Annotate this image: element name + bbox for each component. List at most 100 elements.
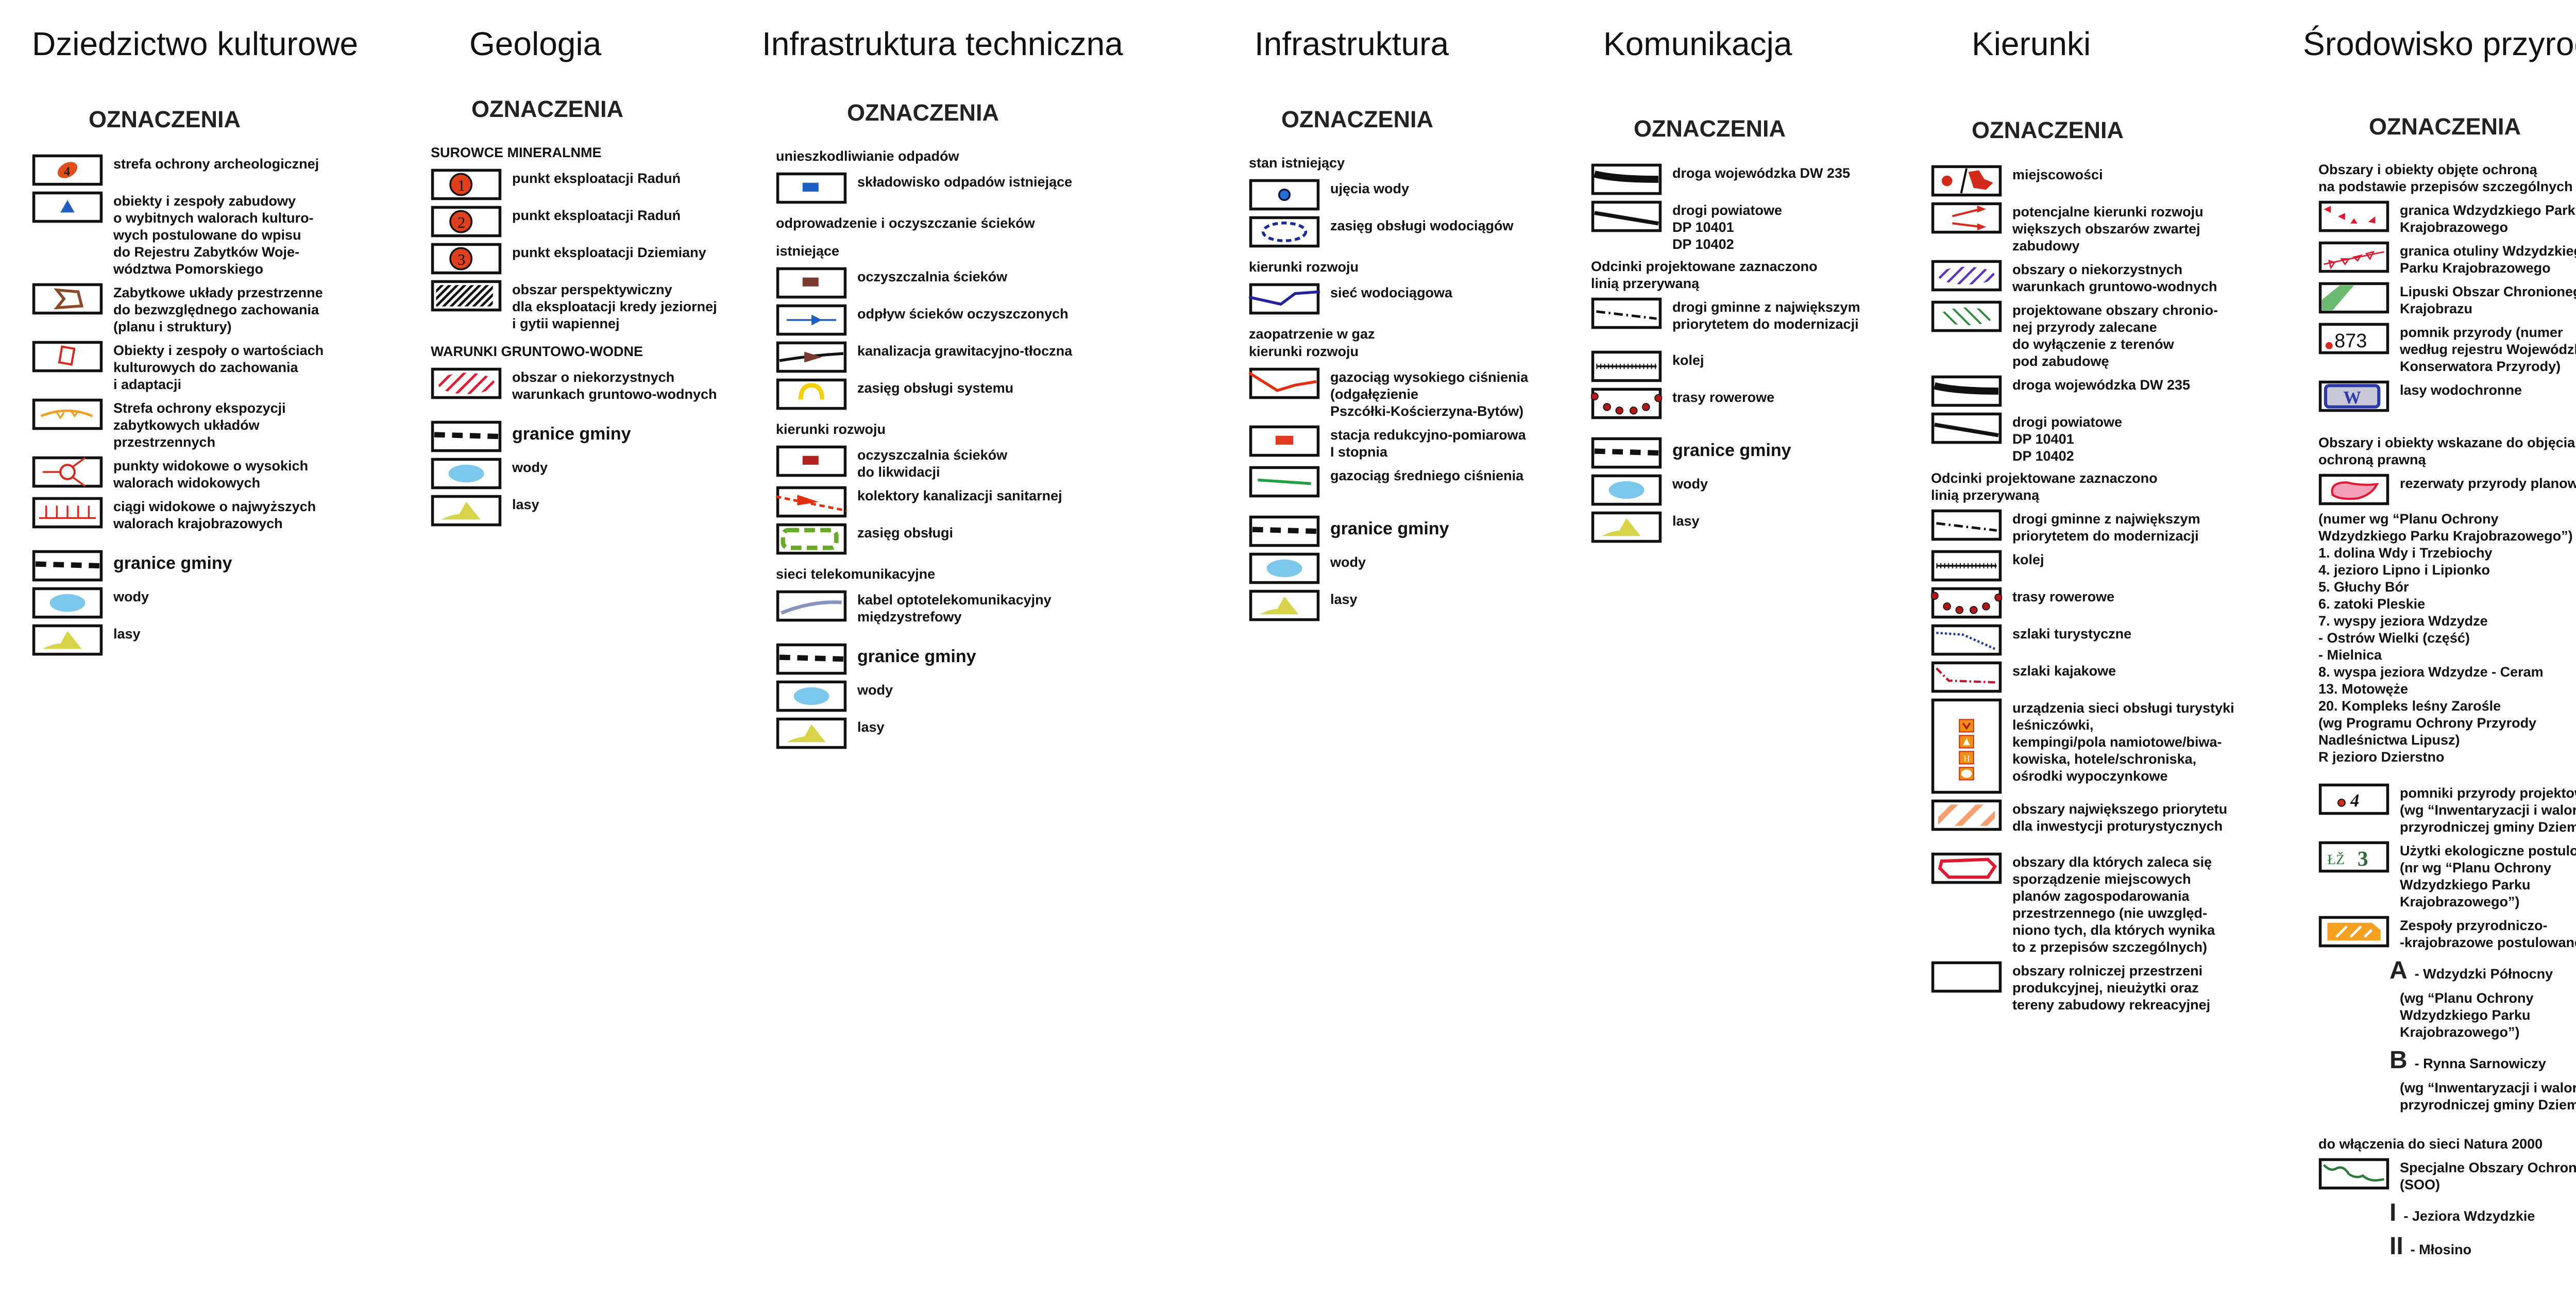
legend-note: Odcinki projektowane zaznaczono linią pr… (1931, 470, 2158, 503)
dash-dot-road-icon (1931, 509, 2002, 541)
section-subheading: WARUNKI GRUNTOWO-WODNE (431, 344, 643, 359)
legend-letter-text: - Młosino (2410, 1242, 2472, 1257)
legend-item: kolektory kanalizacji sanitarnej (776, 486, 1240, 518)
red-arrows-icon (1931, 202, 2002, 234)
forest-icon (776, 717, 847, 749)
legend-label: punkt eksploatacji Dziemiany (512, 245, 706, 260)
legend-label: zasięg obsługi systemu (857, 380, 1014, 396)
legend-label: lasy (1672, 513, 1700, 529)
svg-text:2: 2 (457, 213, 466, 231)
section-subheading: zaopatrzenie w gaz kierunki rozwoju (1249, 326, 1375, 359)
legend-label: oczyszczalnia ścieków (857, 269, 1008, 284)
legend-item: drogi gminne z największym priorytetem d… (1591, 297, 1931, 333)
tourism-facilities-icon: H (1931, 698, 2002, 794)
legend-item: zasięg obsługi (776, 523, 1240, 555)
legend-label: granica otuliny Wdzydzkiego Parku Krajob… (2400, 243, 2576, 276)
legend-item: trasy rowerowe (1931, 587, 2292, 619)
red-hatch-icon (431, 367, 502, 399)
legend-item: oczyszczalnia ścieków do likwidacji (776, 445, 1240, 481)
blue-rect-icon (776, 172, 847, 204)
green-band-icon (2318, 282, 2389, 314)
legend-letter: A (2389, 957, 2408, 984)
legend-item: rezerwaty przyrody planowane (2318, 474, 2576, 505)
legend-item: obszar perspektywiczny dla eksploatacji … (431, 280, 760, 332)
legend-note: Obszary i obiekty wskazane do objęcia oc… (2318, 435, 2575, 467)
legend-label: kanalizacja grawitacyjno-tłoczna (857, 343, 1073, 359)
bike-dots-icon (1591, 387, 1662, 419)
legend-item: wody (431, 458, 760, 490)
red-outline-icon (1931, 852, 2002, 884)
legend-item: granice gminy (776, 643, 1240, 675)
green-hatch-icon (1931, 300, 2002, 332)
column-title: Kierunki (1972, 25, 2091, 62)
legend-label: Użytki ekologiczne postulowane (nr wg “P… (2400, 843, 2576, 909)
num-2-icon: 2 (431, 206, 502, 238)
towns-icon (1931, 165, 2002, 197)
legend-note: (numer wg “Planu Ochrony Wdzydzkiego Par… (2318, 511, 2573, 765)
legend-label: Specjalne Obszary Ochrony (SOO) (2400, 1160, 2576, 1192)
legend-label: potencjalne kierunki rozwoju większych o… (2012, 204, 2204, 254)
legend-label: wody (1672, 476, 1708, 492)
legend-note: Obszary i obiekty objęte ochroną na pods… (2318, 162, 2573, 194)
legend-label: ciągi widokowe o najwyższych walorach kr… (113, 499, 316, 531)
legend-note: (wg “Planu Ochrony Wdzydzkiego Parku Kra… (2400, 990, 2534, 1040)
legend-label: miejscowości (2012, 167, 2103, 182)
legend-label: obszary największego priorytetu dla inwe… (2012, 801, 2228, 834)
legend-letter: I (2389, 1199, 2397, 1226)
legend-item: odpływ ścieków oczyszczonych (776, 304, 1240, 336)
svg-text:ŁŽ: ŁŽ (2327, 851, 2345, 867)
legend-item: lasy (776, 717, 1240, 749)
column-title: Geologia (469, 25, 602, 62)
legend-item: Specjalne Obszary Ochrony (SOO) (2318, 1158, 2576, 1193)
blue-dotted-outline-icon (1249, 216, 1320, 248)
water-icon (431, 458, 502, 490)
legend-label: lasy (512, 497, 539, 512)
water-icon (32, 587, 103, 619)
column-title: Infrastruktura techniczna (762, 25, 1123, 62)
section-subheading: SUROWCE MINERALNME (431, 145, 602, 160)
forest-icon (1591, 511, 1662, 543)
legend-label: droga wojewódzka DW 235 (2012, 377, 2191, 393)
legend-letter-text: - Jeziora Wdzydzkie (2403, 1208, 2535, 1224)
legend-item: obszary rolniczej przestrzeni produkcyjn… (1931, 961, 2292, 1014)
legend-label: trasy rowerowe (2012, 589, 2115, 604)
svg-text:W: W (2343, 388, 2361, 408)
legend-item: wody (32, 587, 423, 619)
legend-label: obszary dla których zaleca się sporządze… (2012, 854, 2215, 955)
blue-arrow-icon (776, 304, 847, 336)
legend-label: Zabytkowe układy przestrzenne do bezwzgl… (113, 285, 323, 334)
section-subheading: kierunki rozwoju (776, 422, 886, 437)
water-icon (1591, 474, 1662, 506)
column-title: Infrastruktura (1255, 25, 1449, 62)
section-subheading: kierunki rozwoju (1249, 259, 1359, 275)
red-dashdot-trail-icon (1931, 661, 2002, 693)
red-square-outline-icon (32, 341, 103, 373)
legend-label: szlaki kajakowe (2012, 663, 2116, 679)
legend-label: obszary rolniczej przestrzeni produkcyjn… (2012, 963, 2211, 1013)
legend-note: Odcinki projektowane zaznaczono linią pr… (1591, 259, 1818, 291)
legend-label: sieć wodociągowa (1330, 285, 1453, 300)
svg-text:873: 873 (2334, 330, 2367, 352)
view-arrows-icon (32, 497, 103, 529)
legend-item: lasy (431, 495, 760, 527)
yellow-arc-icon (776, 378, 847, 410)
legend-label: punkty widokowe o wysokich walorach wido… (113, 458, 309, 491)
legend-label: projektowane obszary chronio- nej przyro… (2012, 302, 2218, 369)
legend-item: kolej (1591, 350, 1931, 382)
pink-reserve-icon (2318, 474, 2389, 505)
brown-rect-icon (776, 267, 847, 299)
legend-label: składowisko odpadów istniejące (857, 174, 1073, 190)
svg-text:4: 4 (64, 165, 70, 178)
legend-item: lasy (1249, 589, 1579, 621)
legend-label: gazociąg średniego ciśnienia (1330, 468, 1524, 483)
red-dashed-arrow-icon (776, 486, 847, 518)
